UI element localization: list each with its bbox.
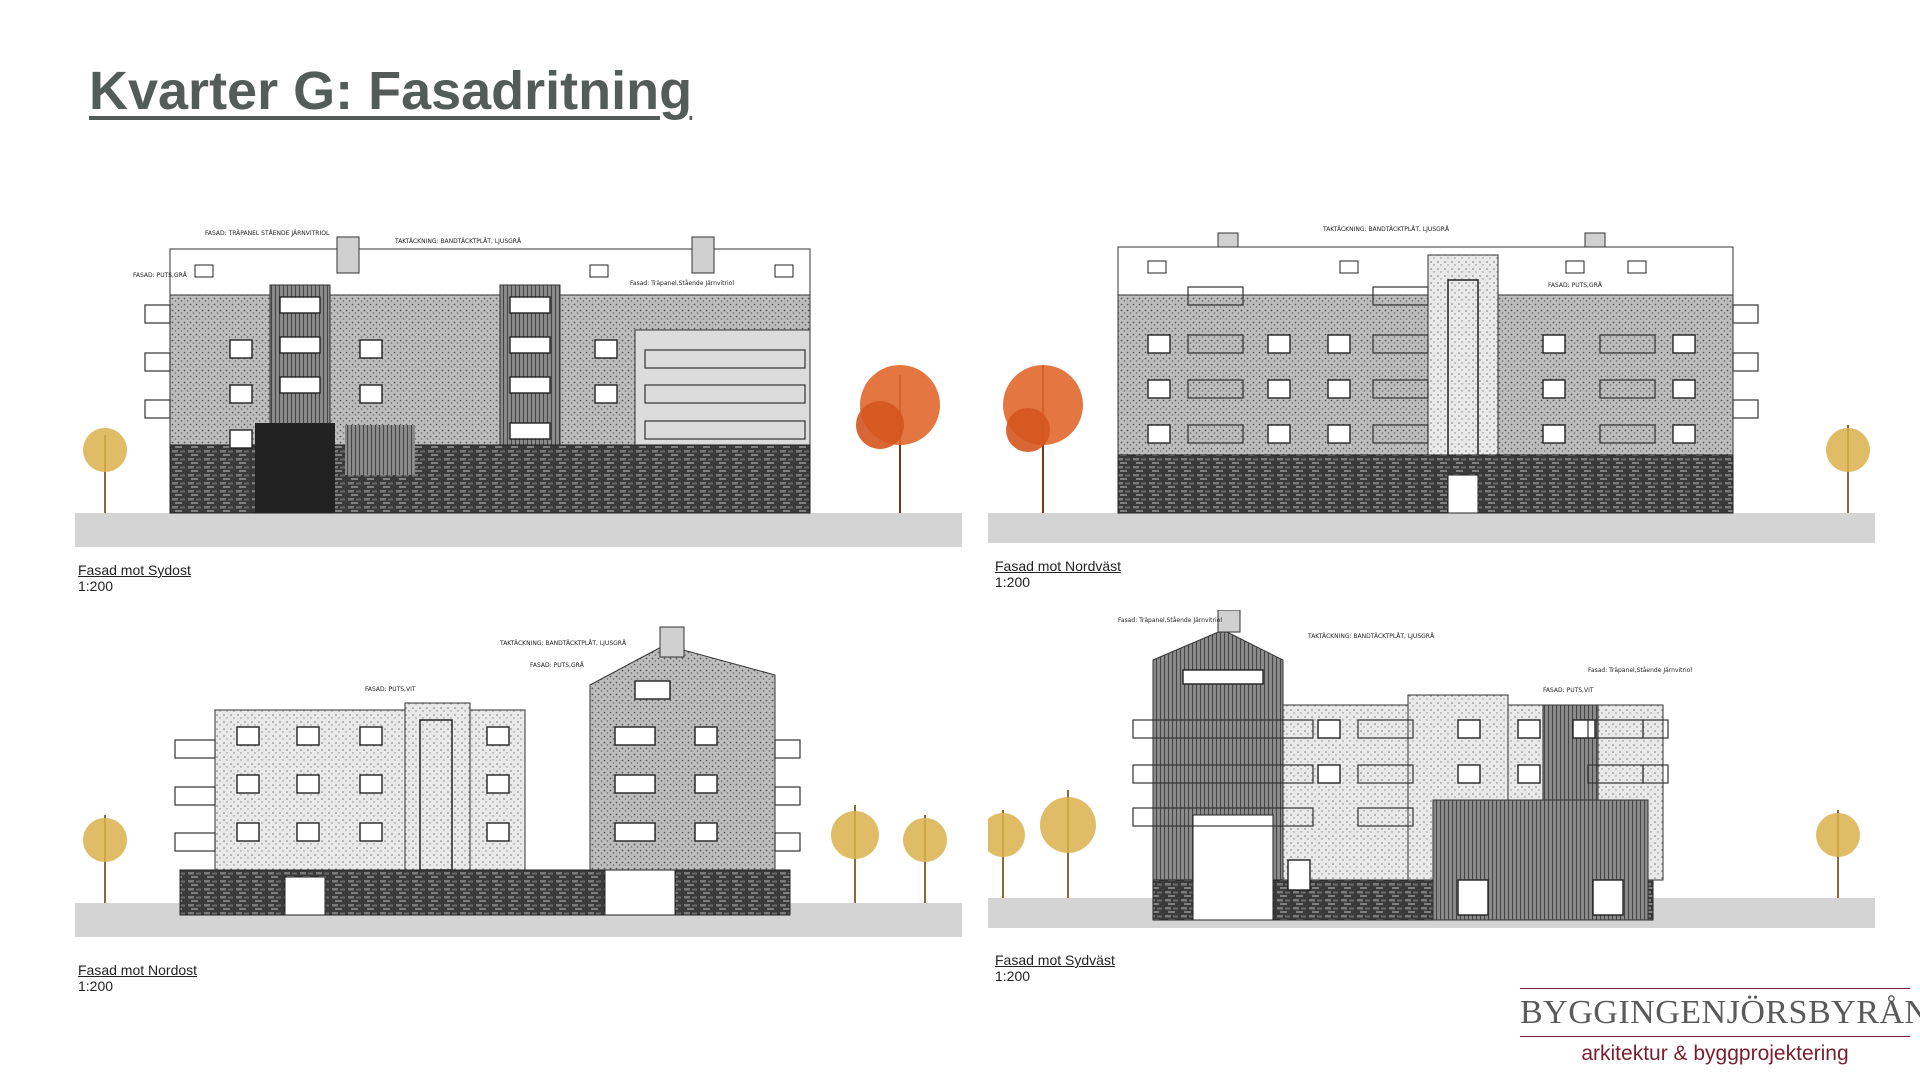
elevation-name: Fasad mot Nordväst xyxy=(995,558,1122,574)
annotation-text: FASAD: PUTS,GRÅ xyxy=(133,272,188,279)
annotation-text: TAKTÄCKNING: BANDTÄCKTPLÅT, LJUSGRÅ xyxy=(394,238,522,245)
elevation-drawing-sydost: FASAD: TRÄPANEL STÅENDE JÄRNVITRIOL TAKT… xyxy=(75,225,962,555)
elevation-scale: 1:200 xyxy=(78,978,114,994)
logo-tagline: arkitektur & byggprojektering xyxy=(1581,1042,1849,1065)
elevation-sydost-svg: FASAD: TRÄPANEL STÅENDE JÄRNVITRIOL TAKT… xyxy=(75,230,962,547)
annotation-text: TAKTÄCKNING: BANDTÄCKTPLÅT, LJUSGRÅ xyxy=(499,640,627,647)
annotation-text: FASAD: PUTS,GRÅ xyxy=(530,662,585,669)
elevation-drawing-nordvast: TAKTÄCKNING: BANDTÄCKTPLÅT, LJUSGRÅ FASA… xyxy=(988,225,1875,555)
elevation-scale: 1:200 xyxy=(995,968,1031,984)
annotation-text: TAKTÄCKNING: BANDTÄCKTPLÅT, LJUSGRÅ xyxy=(1322,226,1450,233)
annotation-text: Fasad: Träpanel,Stående Järnvitriol xyxy=(1588,667,1692,674)
annotation-text: TAKTÄCKNING: BANDTÄCKTPLÅT, LJUSGRÅ xyxy=(1307,633,1435,640)
annotation-text: Fasad: Träpanel,Stående Järnvitriol xyxy=(630,280,734,287)
elevation-caption-sydost: Fasad mot Sydost 1:200 xyxy=(78,562,191,594)
elevation-scale: 1:200 xyxy=(78,578,114,594)
elevation-drawing-sydvast: Fasad: Träpanel,Stående Järnvitriol TAKT… xyxy=(988,610,1875,940)
annotation-text: FASAD: PUTS,VIT xyxy=(1543,687,1594,694)
elevation-name: Fasad mot Nordost xyxy=(78,962,198,978)
elevation-nordost-svg: TAKTÄCKNING: BANDTÄCKTPLÅT, LJUSGRÅ FASA… xyxy=(75,626,962,937)
logo-name: BYGGINGENJÖRSBYRÅN xyxy=(1520,994,1920,1031)
annotation-text: FASAD: TRÄPANEL STÅENDE JÄRNVITRIOL xyxy=(205,230,330,237)
elevation-drawing-nordost: TAKTÄCKNING: BANDTÄCKTPLÅT, LJUSGRÅ FASA… xyxy=(75,615,962,945)
logo-rule-top xyxy=(1520,988,1910,989)
elevation-caption-sydvast: Fasad mot Sydväst 1:200 xyxy=(995,952,1115,984)
elevation-name: Fasad mot Sydväst xyxy=(995,952,1115,968)
elevation-caption-nordvast: Fasad mot Nordväst 1:200 xyxy=(995,558,1121,590)
elevation-caption-nordost: Fasad mot Nordost 1:200 xyxy=(78,962,197,994)
annotation-text: Fasad: Träpanel,Stående Järnvitriol xyxy=(1118,617,1222,624)
elevation-sydvast-svg: Fasad: Träpanel,Stående Järnvitriol TAKT… xyxy=(988,610,1875,928)
elevation-name: Fasad mot Sydost xyxy=(78,562,191,578)
annotation-text: FASAD: PUTS,VIT xyxy=(365,686,416,693)
logo-rule-bottom xyxy=(1520,1036,1910,1037)
elevation-scale: 1:200 xyxy=(995,574,1031,590)
page-title: Kvarter G: Fasadritning xyxy=(89,61,693,121)
annotation-text: FASAD: PUTS,GRÅ xyxy=(1548,282,1603,289)
elevation-nordvast-svg: TAKTÄCKNING: BANDTÄCKTPLÅT, LJUSGRÅ FASA… xyxy=(988,226,1875,543)
